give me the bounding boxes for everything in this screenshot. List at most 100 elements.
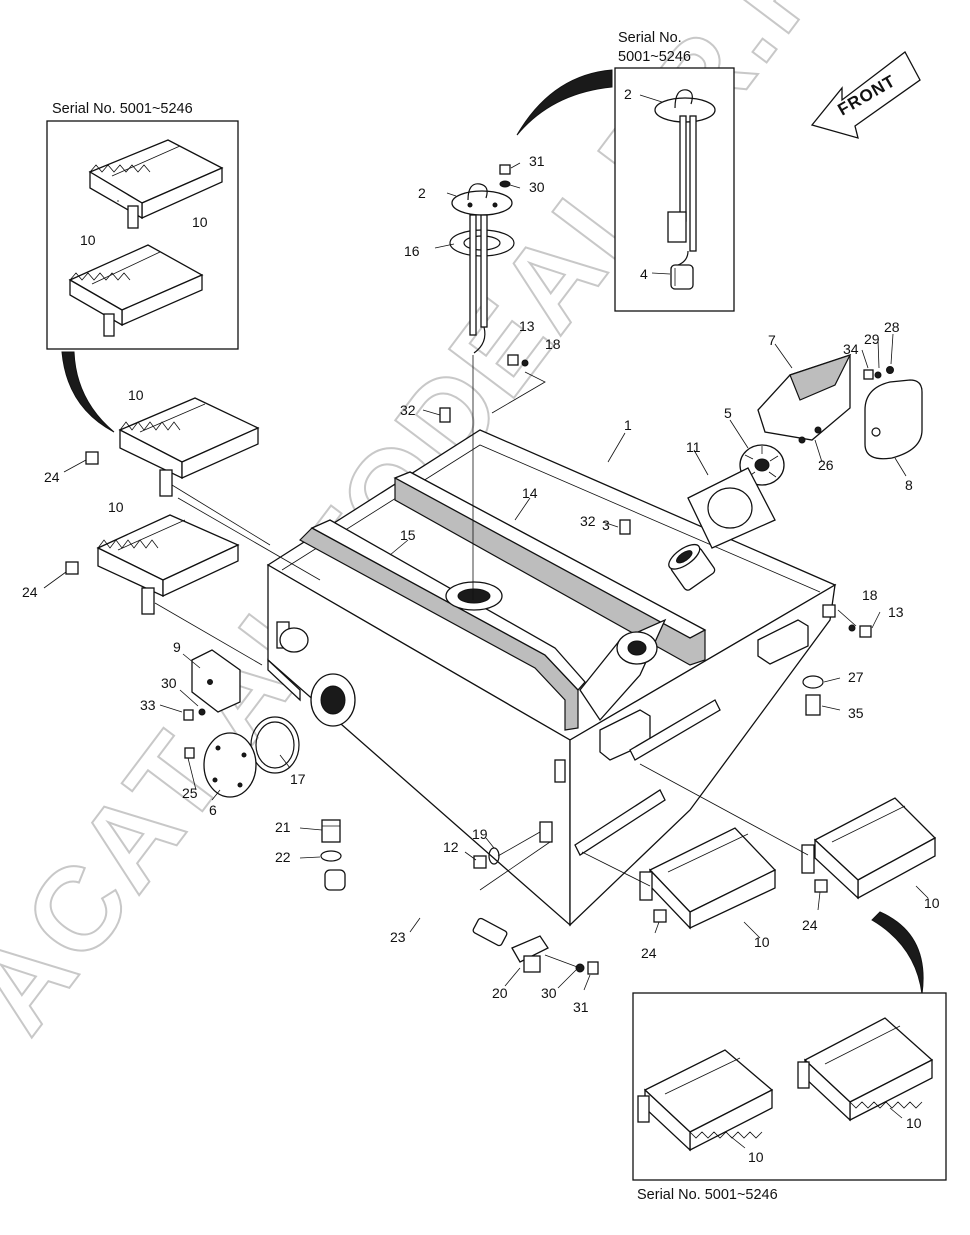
step-10-box1 (88, 139, 224, 229)
washer-30-top (499, 180, 511, 188)
step-10-box3 (637, 1049, 774, 1152)
callout-12: 12 (443, 839, 459, 855)
bolt-24-d (814, 879, 828, 893)
bolt-33 (183, 709, 194, 721)
callout-30: 30 (541, 985, 557, 1001)
step-10-a (118, 397, 260, 497)
serial-caption-top-center-2: 5001~5246 (618, 49, 691, 65)
top-bar-15 (299, 519, 586, 731)
washer-30-left (198, 708, 206, 716)
callout-10: 10 (192, 214, 208, 230)
step-10-c (639, 827, 777, 930)
nut-13-top (507, 354, 519, 366)
washer-28 (886, 366, 894, 374)
callout-24: 24 (44, 469, 60, 485)
callout-24: 24 (802, 917, 818, 933)
callout-32: 32 (580, 513, 596, 529)
callout-35: 35 (848, 705, 864, 721)
filler-neck-3 (579, 543, 716, 722)
callout-5: 5 (724, 405, 732, 421)
bracket-9 (191, 649, 241, 713)
guard-7 (757, 353, 852, 444)
callout-10: 10 (80, 232, 96, 248)
cover-8 (864, 379, 923, 460)
serial-box-bottom-right (632, 992, 947, 1181)
plate-11 (687, 467, 776, 549)
callout-11: 11 (686, 439, 701, 455)
fuel-sender-2 (449, 183, 515, 600)
step-10-d (801, 797, 937, 900)
nut-13-right (859, 625, 872, 638)
fasteners (65, 164, 894, 975)
front-arrow: FRONT (810, 51, 921, 139)
callout-14: 14 (522, 485, 538, 501)
callout-22: 22 (275, 849, 291, 865)
sender-flange-on-tank (445, 581, 503, 611)
bolt-31-top (499, 164, 511, 175)
callout-31: 31 (529, 153, 545, 169)
callout-30: 30 (529, 179, 545, 195)
callout-13: 13 (888, 604, 904, 620)
tank-front-step-mounts (574, 604, 836, 856)
callout-29: 29 (864, 331, 880, 347)
step-10-b (96, 514, 240, 615)
callout-4: 4 (640, 266, 648, 282)
leader-lines (43, 94, 929, 991)
callout-30: 30 (161, 675, 177, 691)
callout-10: 10 (754, 934, 770, 950)
fitting-20 (511, 935, 549, 973)
callout-24: 24 (22, 584, 38, 600)
serial-caption-top-left: Serial No. 5001~5246 (52, 101, 193, 117)
plug-12 (473, 855, 487, 869)
callout-15: 15 (400, 527, 416, 543)
callout-10: 10 (108, 499, 124, 515)
callout-24: 24 (641, 945, 657, 961)
bolt-34 (863, 369, 874, 380)
plug-32-a (439, 407, 451, 423)
callout-1: 1 (624, 417, 632, 433)
serial-caption-top-center-1: Serial No. (618, 30, 682, 46)
callout-16: 16 (404, 243, 420, 259)
serial-caption-bottom-right: Serial No. 5001~5246 (637, 1187, 778, 1203)
callout-19: 19 (472, 826, 488, 842)
step-10-box4 (797, 1017, 934, 1122)
cover-plate-6 (203, 732, 257, 798)
callout-33: 33 (140, 697, 156, 713)
drain-plug-35 (805, 694, 821, 716)
callout-8: 8 (905, 477, 913, 493)
top-bar-14 (393, 471, 707, 666)
bolt-24-c (653, 909, 667, 923)
callout-7: 7 (768, 332, 776, 348)
callout-27: 27 (848, 669, 864, 685)
callout-20: 20 (492, 985, 508, 1001)
callout-18: 18 (862, 587, 878, 603)
fitting-21 (321, 819, 341, 843)
callout-10: 10 (748, 1149, 764, 1165)
bolt-25 (184, 747, 195, 759)
oring-22 (320, 850, 342, 862)
callout-31: 31 (573, 999, 589, 1015)
front-face-openings (276, 621, 566, 783)
callout-13: 13 (519, 318, 535, 334)
washer-27 (802, 675, 824, 689)
callout-10: 10 (128, 387, 144, 403)
callout-3: 3 (602, 517, 610, 533)
serial-box-top-left (46, 120, 239, 350)
callout-2: 2 (418, 185, 426, 201)
callout-32: 32 (400, 402, 416, 418)
callout-34: 34 (843, 341, 859, 357)
callout-9: 9 (173, 639, 181, 655)
step-10-box2 (68, 244, 204, 337)
callout-26: 26 (818, 457, 834, 473)
bolt-24-a (85, 451, 99, 465)
bolt-31-bottom (587, 961, 599, 975)
bolt-24-b (65, 561, 79, 575)
callout-6: 6 (209, 802, 217, 818)
callout-28: 28 (884, 319, 900, 335)
callout-10: 10 (924, 895, 940, 911)
serial-box-top-center (614, 67, 735, 312)
washer-18-right (848, 624, 856, 632)
callout-10: 10 (906, 1115, 922, 1131)
